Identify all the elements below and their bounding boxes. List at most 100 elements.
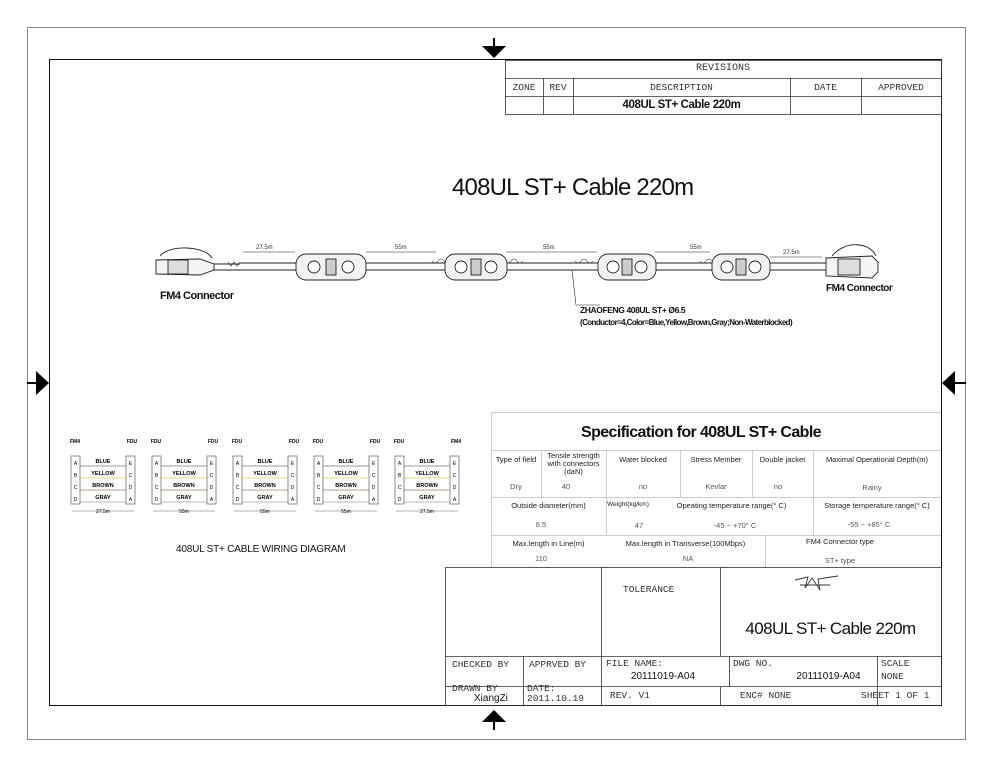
wiring-wire-label: YELLOW	[334, 471, 358, 477]
spec-v-max-depth: Rainy	[862, 483, 882, 492]
spec-v-double-jacket: no	[773, 482, 783, 491]
spec-h-double-jacket: Double jacket	[759, 455, 806, 464]
wiring-pin-right: E	[453, 461, 457, 467]
wiring-pin-right: C	[210, 473, 214, 479]
segment-length-4: 55m	[690, 245, 702, 251]
wiring-pin-left: B	[398, 473, 402, 479]
wiring-pin-left: B	[236, 473, 240, 479]
dwg-no-value: 20111019-A04	[796, 671, 861, 682]
wiring-pin-left: D	[74, 497, 78, 503]
wiring-pin-right: A	[291, 497, 295, 503]
wiring-pin-right: C	[453, 473, 457, 479]
wiring-pin-right: D	[129, 485, 133, 491]
wiring-pin-right: E	[210, 461, 214, 467]
wiring-pin-right: E	[291, 461, 295, 467]
wiring-wire-label: BLUE	[420, 459, 435, 465]
dwg-no-label: DWG NO.	[733, 658, 773, 669]
tolerance-label: TOLERANCE	[623, 584, 675, 595]
takeout-couplers	[295, 253, 771, 281]
wiring-pin-left: D	[236, 497, 240, 503]
spec-h-type-of-field: Type of field	[495, 455, 537, 464]
left-connector-label: FM4 Connector	[160, 290, 234, 302]
wiring-length-label: 55m	[179, 509, 189, 515]
wiring-pin-box-left	[394, 455, 405, 505]
wiring-end-label-left: FDU	[313, 439, 324, 445]
wiring-diagram-caption: 408UL ST+ CABLE WIRING DIAGRAM	[176, 544, 346, 555]
title-block-lines	[445, 567, 942, 706]
wiring-pin-right: D	[453, 485, 457, 491]
wiring-pin-left: D	[155, 497, 159, 503]
wiring-pin-right: C	[291, 473, 295, 479]
wiring-pin-left: C	[74, 485, 78, 491]
wiring-pin-box-left	[70, 455, 81, 505]
spec-title: Specification for 408UL ST+ Cable	[581, 424, 822, 441]
wiring-pin-box-right	[368, 455, 379, 505]
wiring-pin-right: A	[129, 497, 133, 503]
wiring-pin-right: A	[210, 497, 214, 503]
spec-h-tensile: Tensile strength with connectors (daN)	[547, 451, 600, 476]
cable-note-line2: (Conductor=4,Color=Blue,Yellow,Brown,Gra…	[580, 318, 793, 327]
date-value: 2011.10.19	[527, 693, 585, 704]
drawn-by-value: XiangZi	[474, 693, 508, 704]
wiring-pin-right: D	[291, 485, 295, 491]
spec-v-type-of-field: Dry	[510, 482, 522, 491]
cable-assembly-drawing	[155, 244, 879, 306]
revisions-header-date: DATE	[814, 82, 837, 93]
spec-v-storage-temp: -55 ~ +85° C	[847, 520, 891, 529]
wiring-end-label-right: FM4	[451, 439, 461, 445]
wiring-pin-left: D	[398, 497, 402, 503]
spec-v-max-length-transverse: NA	[682, 554, 694, 563]
wiring-wire-label: BROWN	[92, 483, 113, 489]
wiring-pin-left: A	[155, 461, 159, 467]
wiring-pin-left: B	[155, 473, 159, 479]
wiring-wire-label: GRAY	[176, 495, 192, 501]
wiring-wire-label: BLUE	[96, 459, 111, 465]
top-center-arrow	[482, 38, 506, 58]
spec-h-max-depth: Maximal Operational Depth(m)	[825, 455, 929, 464]
segment-length-2: 55m	[395, 245, 407, 251]
left-center-arrow	[27, 371, 49, 395]
wiring-wire-label: GRAY	[338, 495, 354, 501]
wiring-wire-label: BROWN	[254, 483, 275, 489]
rev-value: REV. V1	[610, 690, 650, 701]
sheet-value: SHEET 1 OF 1	[861, 690, 930, 701]
wiring-pin-left: B	[317, 473, 321, 479]
file-name-value: 20111019-A04	[630, 671, 696, 682]
wiring-pin-right: D	[210, 485, 214, 491]
spec-h-operating-temp: Opeating temperature range(° C)	[676, 501, 787, 510]
wiring-pin-left: D	[317, 497, 321, 503]
signature-scribble	[794, 575, 839, 591]
wiring-wire-label: BROWN	[173, 483, 194, 489]
wiring-end-label-left: FDU	[394, 439, 405, 445]
wiring-end-label-right: FDU	[127, 439, 138, 445]
wiring-end-label-right: FDU	[370, 439, 381, 445]
wiring-pin-right: E	[372, 461, 376, 467]
main-title: 408UL ST+ Cable 220m	[452, 174, 694, 201]
wiring-wire-label: YELLOW	[172, 471, 196, 477]
bottom-center-arrow	[482, 710, 506, 730]
wiring-wire-label: YELLOW	[253, 471, 277, 477]
title-block-title: 408UL ST+ Cable 220m	[745, 619, 916, 638]
spec-h-outside-diameter: Outside diameter(mm)	[511, 501, 586, 510]
wiring-pin-right: C	[129, 473, 133, 479]
spec-v-stress-member: Kevlar	[705, 482, 727, 491]
wiring-wire-label: GRAY	[257, 495, 273, 501]
checked-by-label: CHECKED BY	[452, 659, 510, 670]
wiring-wire-label: BLUE	[258, 459, 273, 465]
revisions-title: REVISIONS	[695, 63, 750, 74]
wiring-pin-left: C	[236, 485, 240, 491]
wiring-pin-left: A	[236, 461, 240, 467]
spec-v-water-blocked: no	[638, 482, 648, 491]
wiring-pin-left: A	[317, 461, 321, 467]
wiring-pin-box-right	[206, 455, 217, 505]
spec-v-max-length-line: 110	[535, 554, 547, 563]
spec-h-max-length-transverse: Max.length in Transverse(100Mbps)	[625, 539, 746, 548]
wiring-pin-box-left	[232, 455, 243, 505]
wiring-length-label: 55m	[260, 509, 270, 515]
spec-v-operating-temp: -45 ~ +70° C	[713, 521, 757, 530]
wiring-pin-left: B	[74, 473, 78, 479]
spec-v-tensile: 40	[561, 482, 571, 491]
wiring-end-label-left: FM4	[70, 439, 80, 445]
